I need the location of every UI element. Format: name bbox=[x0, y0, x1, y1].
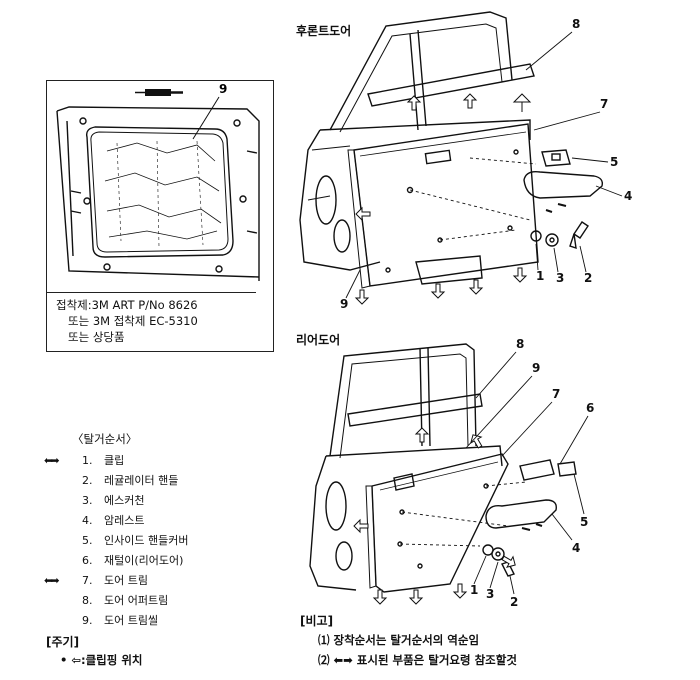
rear-callout-4: 4 bbox=[572, 541, 580, 555]
removal-step: ⬅➡1.클립 bbox=[44, 451, 188, 471]
removal-step: 3.에스커천 bbox=[82, 494, 145, 507]
front-callout-1: 1 bbox=[536, 269, 544, 283]
adhesive-inset-box: 9 bbox=[46, 80, 274, 352]
rear-callout-8: 8 bbox=[516, 337, 524, 351]
rear-callout-2: 2 bbox=[510, 595, 518, 609]
rear-callout-6: 6 bbox=[586, 401, 594, 415]
front-callout-2: 2 bbox=[584, 271, 592, 285]
removal-step: 9.도어 트림씰 bbox=[82, 614, 159, 627]
removal-step: 5.인사이드 핸들커버 bbox=[82, 534, 189, 547]
front-callout-9: 9 bbox=[340, 297, 348, 311]
front-callout-8: 8 bbox=[572, 17, 580, 31]
front-door-exploded-diagram: 8 7 5 4 1 3 2 9 bbox=[299, 11, 632, 311]
removal-step: 6.재털이(리어도어) bbox=[82, 554, 184, 567]
removal-steps-list: ⬅➡1.클립 2.레귤레이터 핸들 3.에스커천 4.암레스트 5.인사이드 핸… bbox=[44, 451, 188, 631]
front-door-title: 후론트도어 bbox=[296, 24, 352, 38]
front-callout-4: 4 bbox=[624, 189, 632, 203]
double-arrow-icon: ⬅➡ bbox=[44, 454, 59, 467]
rear-callout-9: 9 bbox=[532, 361, 540, 375]
rear-door-title: 리어도어 bbox=[296, 333, 341, 347]
removal-step: 2.레귤레이터 핸들 bbox=[82, 474, 179, 487]
removal-step: 8.도어 어퍼트림 bbox=[82, 594, 169, 607]
rear-callout-1: 1 bbox=[470, 583, 478, 597]
double-arrow-icon: ⬅➡ bbox=[44, 574, 59, 587]
rear-callout-7: 7 bbox=[552, 387, 560, 401]
remark-2: ⑵ ⬅➡ 표시된 부품은 탈거요령 참조할것 bbox=[318, 653, 517, 667]
adhesive-line-1: 접착제:3M ART P/No 8626 bbox=[56, 298, 198, 312]
rear-callout-5: 5 bbox=[580, 515, 588, 529]
clip-position-note: • ⇦:클립핑 위치 bbox=[60, 653, 143, 667]
removal-order-title: 〈탈거순서〉 bbox=[72, 432, 138, 446]
inset-callout-9: 9 bbox=[219, 82, 227, 96]
sealant-tube-icon bbox=[135, 89, 183, 96]
front-callout-3: 3 bbox=[556, 271, 564, 285]
notes-title: [주기] bbox=[46, 635, 80, 649]
adhesive-caption: 접착제:3M ART P/No 8626 또는 3M 접착제 EC-5310 또… bbox=[46, 292, 256, 345]
rear-door-exploded-diagram: 8 9 7 6 5 4 1 3 2 bbox=[309, 337, 594, 609]
front-callout-5: 5 bbox=[610, 155, 618, 169]
remark-1: ⑴ 장착순서는 탈거순서의 역순임 bbox=[318, 633, 480, 647]
adhesive-line-2: 또는 3M 접착제 EC-5310 bbox=[68, 314, 198, 328]
remarks-title: [비고] bbox=[300, 614, 334, 628]
front-callout-7: 7 bbox=[600, 97, 608, 111]
removal-step: 4.암레스트 bbox=[82, 514, 145, 527]
inset-door-illustration: 9 bbox=[56, 82, 260, 281]
removal-step: ⬅➡7.도어 트림 bbox=[44, 571, 188, 591]
adhesive-line-3: 또는 상당품 bbox=[68, 330, 125, 344]
rear-callout-3: 3 bbox=[486, 587, 494, 601]
